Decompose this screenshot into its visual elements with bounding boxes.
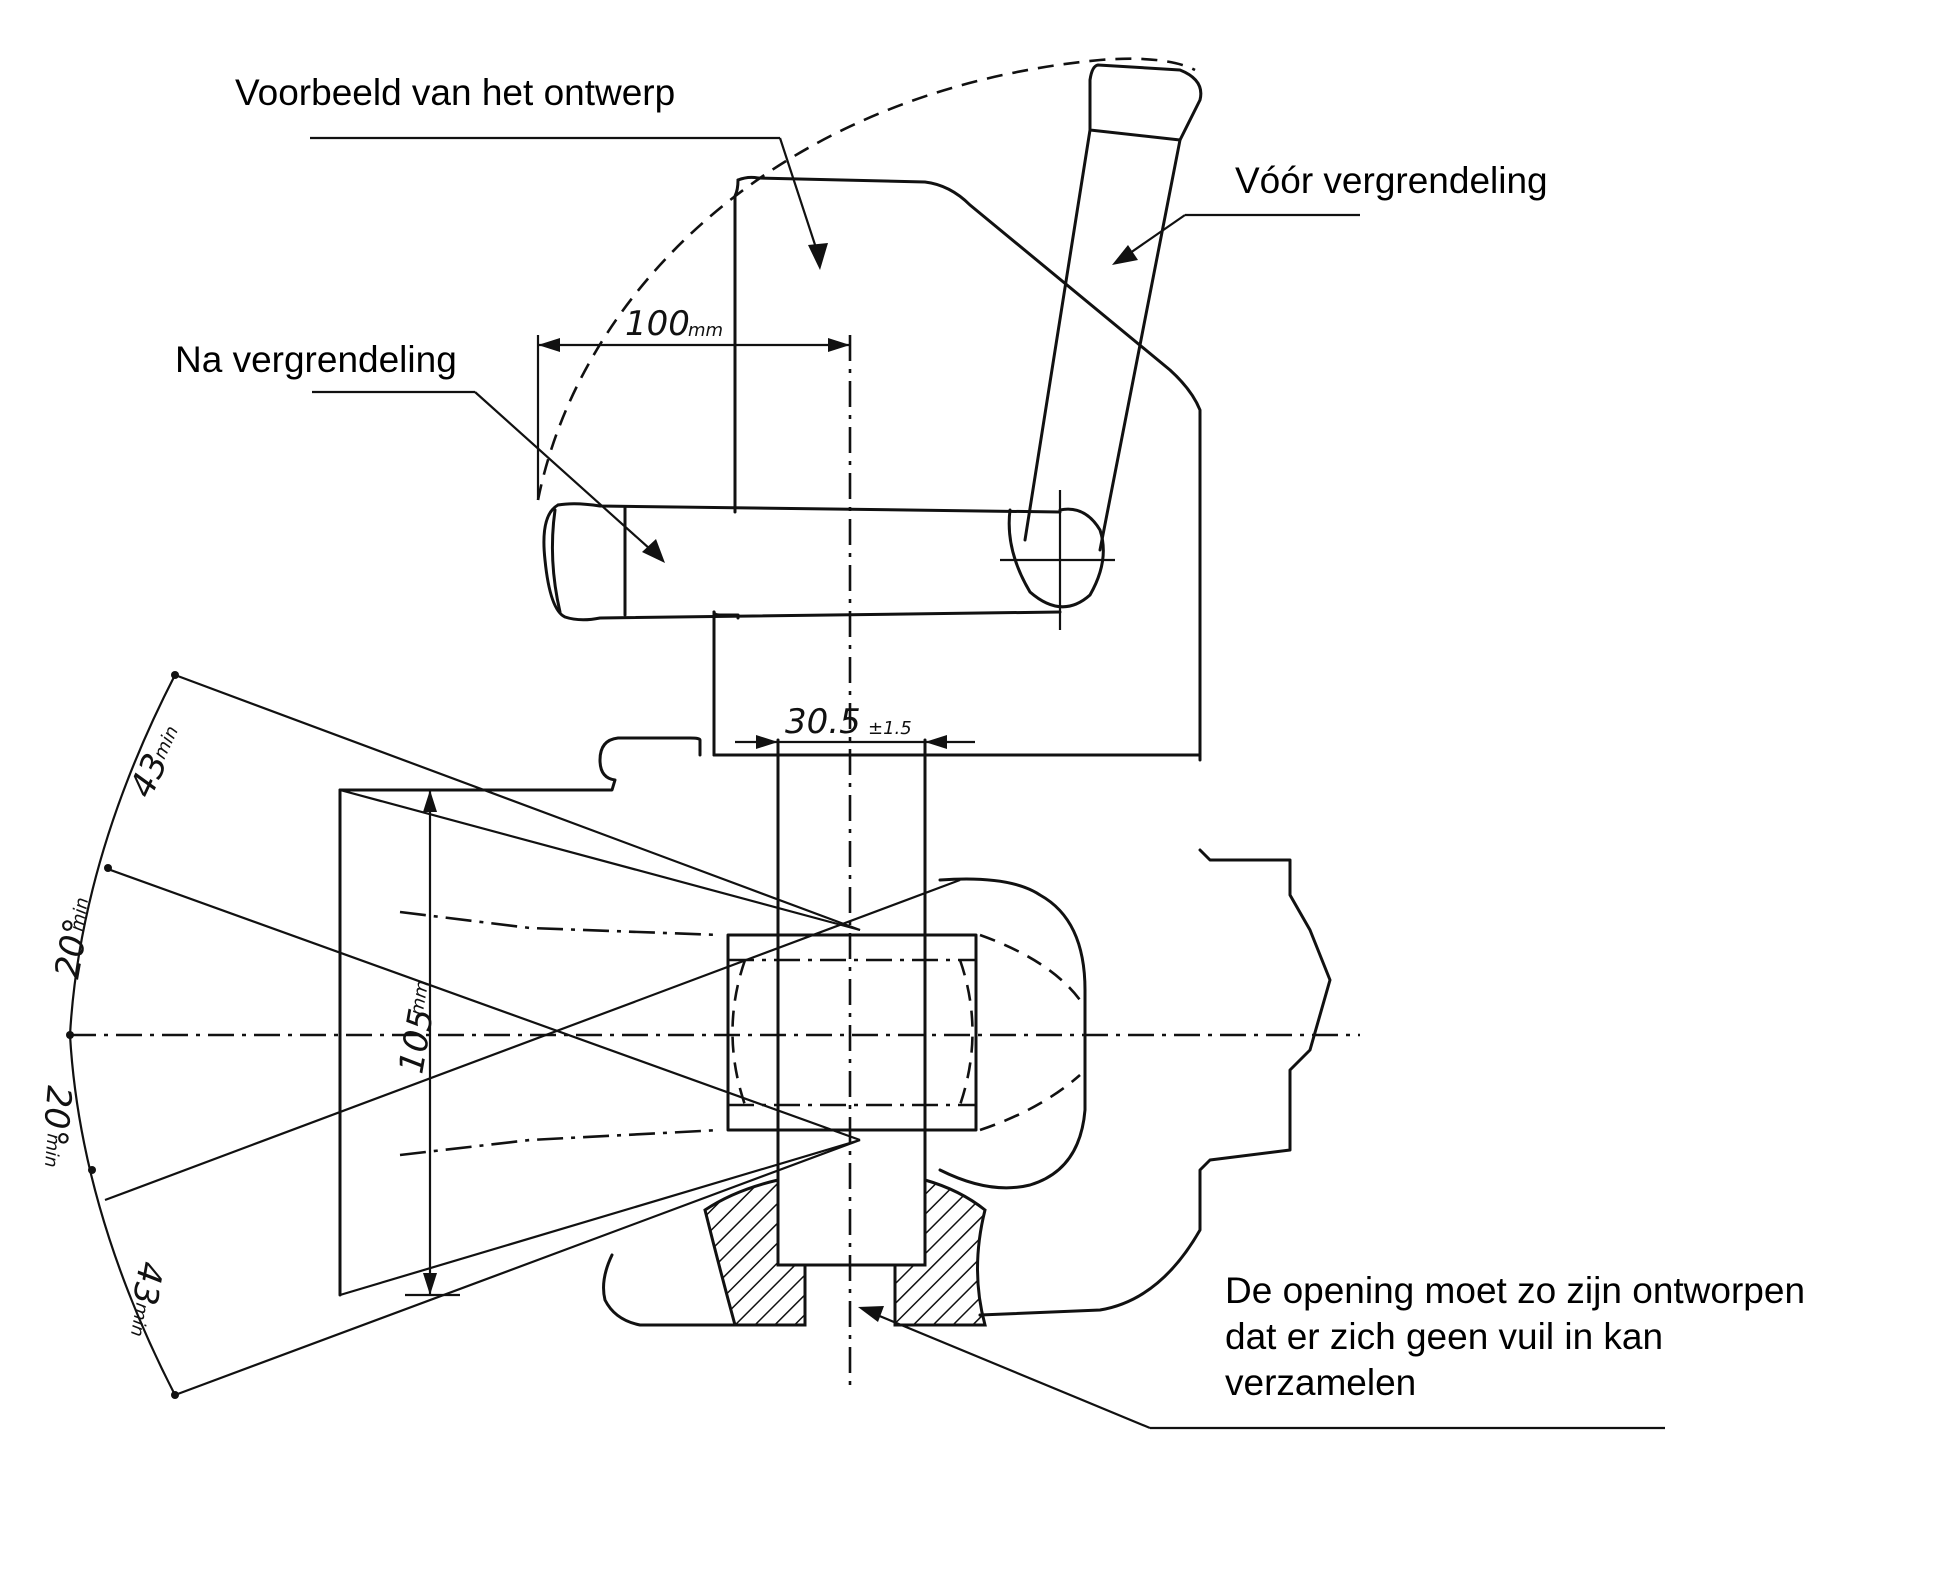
lever-after-locking <box>542 502 1062 622</box>
angle-20-bottom: 20° <box>34 1084 79 1148</box>
jaw-inner-curve <box>979 933 1082 1001</box>
label-after-locking: Na vergrendeling <box>175 339 457 380</box>
leader-after <box>312 390 665 563</box>
dimension-30-5: 30.5 ±1.5 <box>735 702 975 749</box>
angle-20-bottom-unit: min <box>40 1133 64 1169</box>
label-opening-line3: verzamelen <box>1225 1362 1417 1403</box>
label-opening-line2: dat er zich geen vuil in kan <box>1225 1316 1664 1357</box>
hatched-section <box>703 1178 987 1327</box>
angle-43-bottom: 43 <box>124 1258 171 1308</box>
dim-100-unit: mm <box>688 320 723 341</box>
lever-before-locking <box>1000 63 1203 630</box>
leader-opening <box>858 1306 1665 1430</box>
dim-30-tol: ±1.5 <box>868 718 912 739</box>
coupling-jaw <box>338 788 1087 1327</box>
leader-before <box>1112 213 1360 265</box>
lever-swing-arc <box>536 57 1196 501</box>
coupling-pin <box>726 738 978 1257</box>
label-before-locking: Vóór vergrendeling <box>1235 160 1548 201</box>
dim-30-value: 30.5 <box>785 702 861 742</box>
coupling-body <box>338 175 1332 1317</box>
dimension-100: 100 mm <box>536 304 850 500</box>
label-example-design: Voorbeeld van het ontwerp <box>235 72 676 113</box>
dim-100-value: 100 <box>625 304 690 344</box>
label-opening-line1: De opening moet zo zijn ontworpen <box>1225 1270 1806 1311</box>
leader-example <box>310 136 828 270</box>
jaw-inner-curve-2 <box>979 1074 1081 1132</box>
dimension-105: 105 mm <box>391 788 460 1297</box>
